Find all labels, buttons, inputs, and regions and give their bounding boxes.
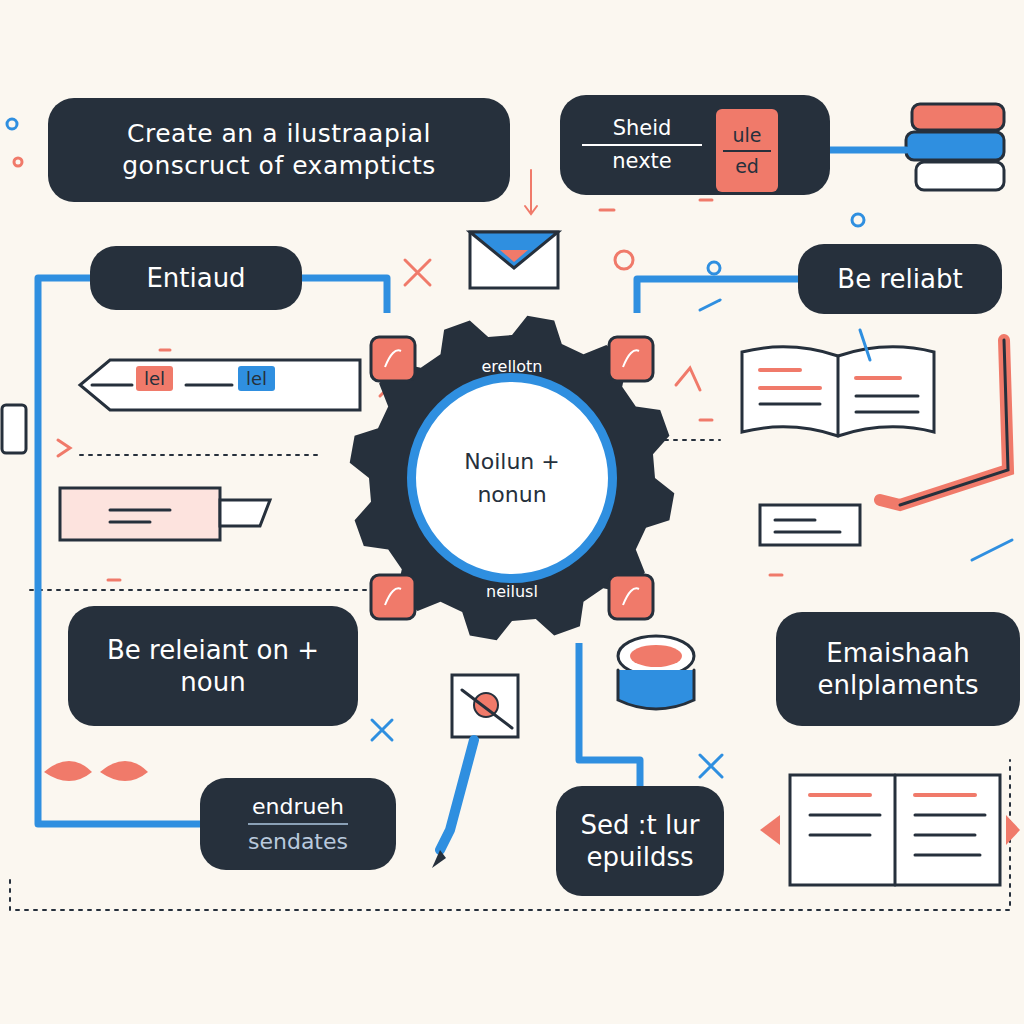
node-text: Sed :t lur epuildss — [574, 809, 706, 874]
node-text: Entiaud — [146, 262, 245, 295]
tag-label: lel — [238, 366, 275, 391]
node-text: Create an a ilustraapial gonscruct of ex… — [66, 118, 492, 183]
node-text: Be releiant on + noun — [86, 634, 340, 699]
node-text: ule — [723, 121, 771, 150]
pipe-connector — [637, 279, 798, 313]
node-text: neilusl — [347, 582, 677, 601]
process-box: endruehsendates — [200, 778, 396, 870]
cycle-circle: Noilun + nonun — [407, 373, 617, 583]
tag-label: lel — [136, 366, 173, 391]
node-text: Noilun + nonun — [436, 445, 588, 511]
pipe-connector — [38, 278, 200, 824]
pipe-connector — [579, 643, 640, 786]
node-text: Sheid — [582, 113, 702, 145]
node-text: ed — [723, 150, 771, 181]
process-box: Be reliabt — [798, 244, 1002, 314]
process-box: Entiaud — [90, 246, 302, 310]
node-text: endrueh — [252, 790, 344, 823]
pipe-connector — [302, 278, 387, 313]
node-text: Emaishaah enlplaments — [794, 637, 1002, 702]
speech-bubble: Create an a ilustraapial gonscruct of ex… — [48, 98, 510, 202]
node-text: Be reliabt — [837, 263, 962, 296]
tag-box: uleed — [716, 109, 778, 192]
process-box: Emaishaah enlplaments — [776, 612, 1020, 726]
process-box: Be releiant on + noun — [68, 606, 358, 726]
gear-hub: erellotnneiluslNoilun + nonun — [347, 313, 677, 643]
speech-bubble: Sheidnexte uleed — [560, 95, 830, 195]
node-text: sendates — [248, 823, 348, 858]
node-text: nexte — [582, 144, 702, 178]
process-box: Sed :t lur epuildss — [556, 786, 724, 896]
